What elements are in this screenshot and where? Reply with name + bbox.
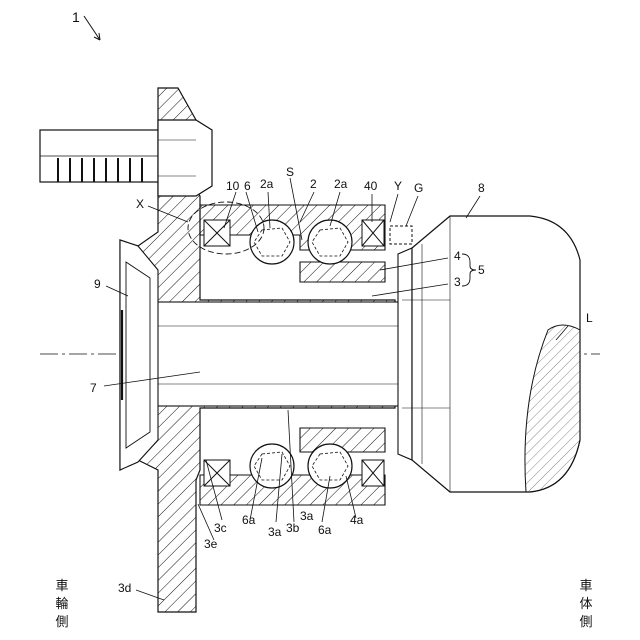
- label-4a: 4a: [350, 513, 364, 527]
- label-6-top: 6: [244, 179, 251, 193]
- label-3a-left: 3a: [268, 525, 282, 539]
- label-l: L: [586, 311, 593, 325]
- label-5: 5: [478, 263, 485, 277]
- label-s: S: [286, 165, 294, 179]
- label-y: Y: [394, 179, 402, 193]
- label-3a-right: 3a: [300, 509, 314, 523]
- vehicle-side-label: 車 体 側: [578, 578, 594, 632]
- label-3d: 3d: [118, 581, 131, 595]
- wheel-side-label: 車 輪 側: [54, 578, 70, 632]
- figure-number: 1: [72, 9, 80, 25]
- joint-housing: [398, 216, 580, 492]
- label-6a-left: 6a: [242, 513, 256, 527]
- label-3: 3: [454, 275, 461, 289]
- label-3c: 3c: [214, 521, 227, 535]
- label-10: 10: [226, 179, 240, 193]
- label-2a-right: 2a: [334, 177, 348, 191]
- label-9: 9: [94, 277, 101, 291]
- hub-bolt: [40, 120, 212, 196]
- sensor-box: [390, 226, 412, 244]
- label-2: 2: [310, 177, 317, 191]
- label-8: 8: [478, 181, 485, 195]
- label-4: 4: [454, 249, 461, 263]
- label-7: 7: [90, 381, 97, 395]
- label-6a-right: 6a: [318, 523, 332, 537]
- label-x: X: [136, 197, 144, 211]
- figure-arrow: [84, 16, 100, 40]
- inner-ring-top: [300, 262, 385, 282]
- label-3b: 3b: [286, 521, 300, 535]
- label-3e: 3e: [204, 537, 218, 551]
- hub-bore: [150, 302, 402, 406]
- label-2a-left: 2a: [260, 177, 274, 191]
- label-g: G: [414, 181, 423, 195]
- label-40: 40: [364, 179, 378, 193]
